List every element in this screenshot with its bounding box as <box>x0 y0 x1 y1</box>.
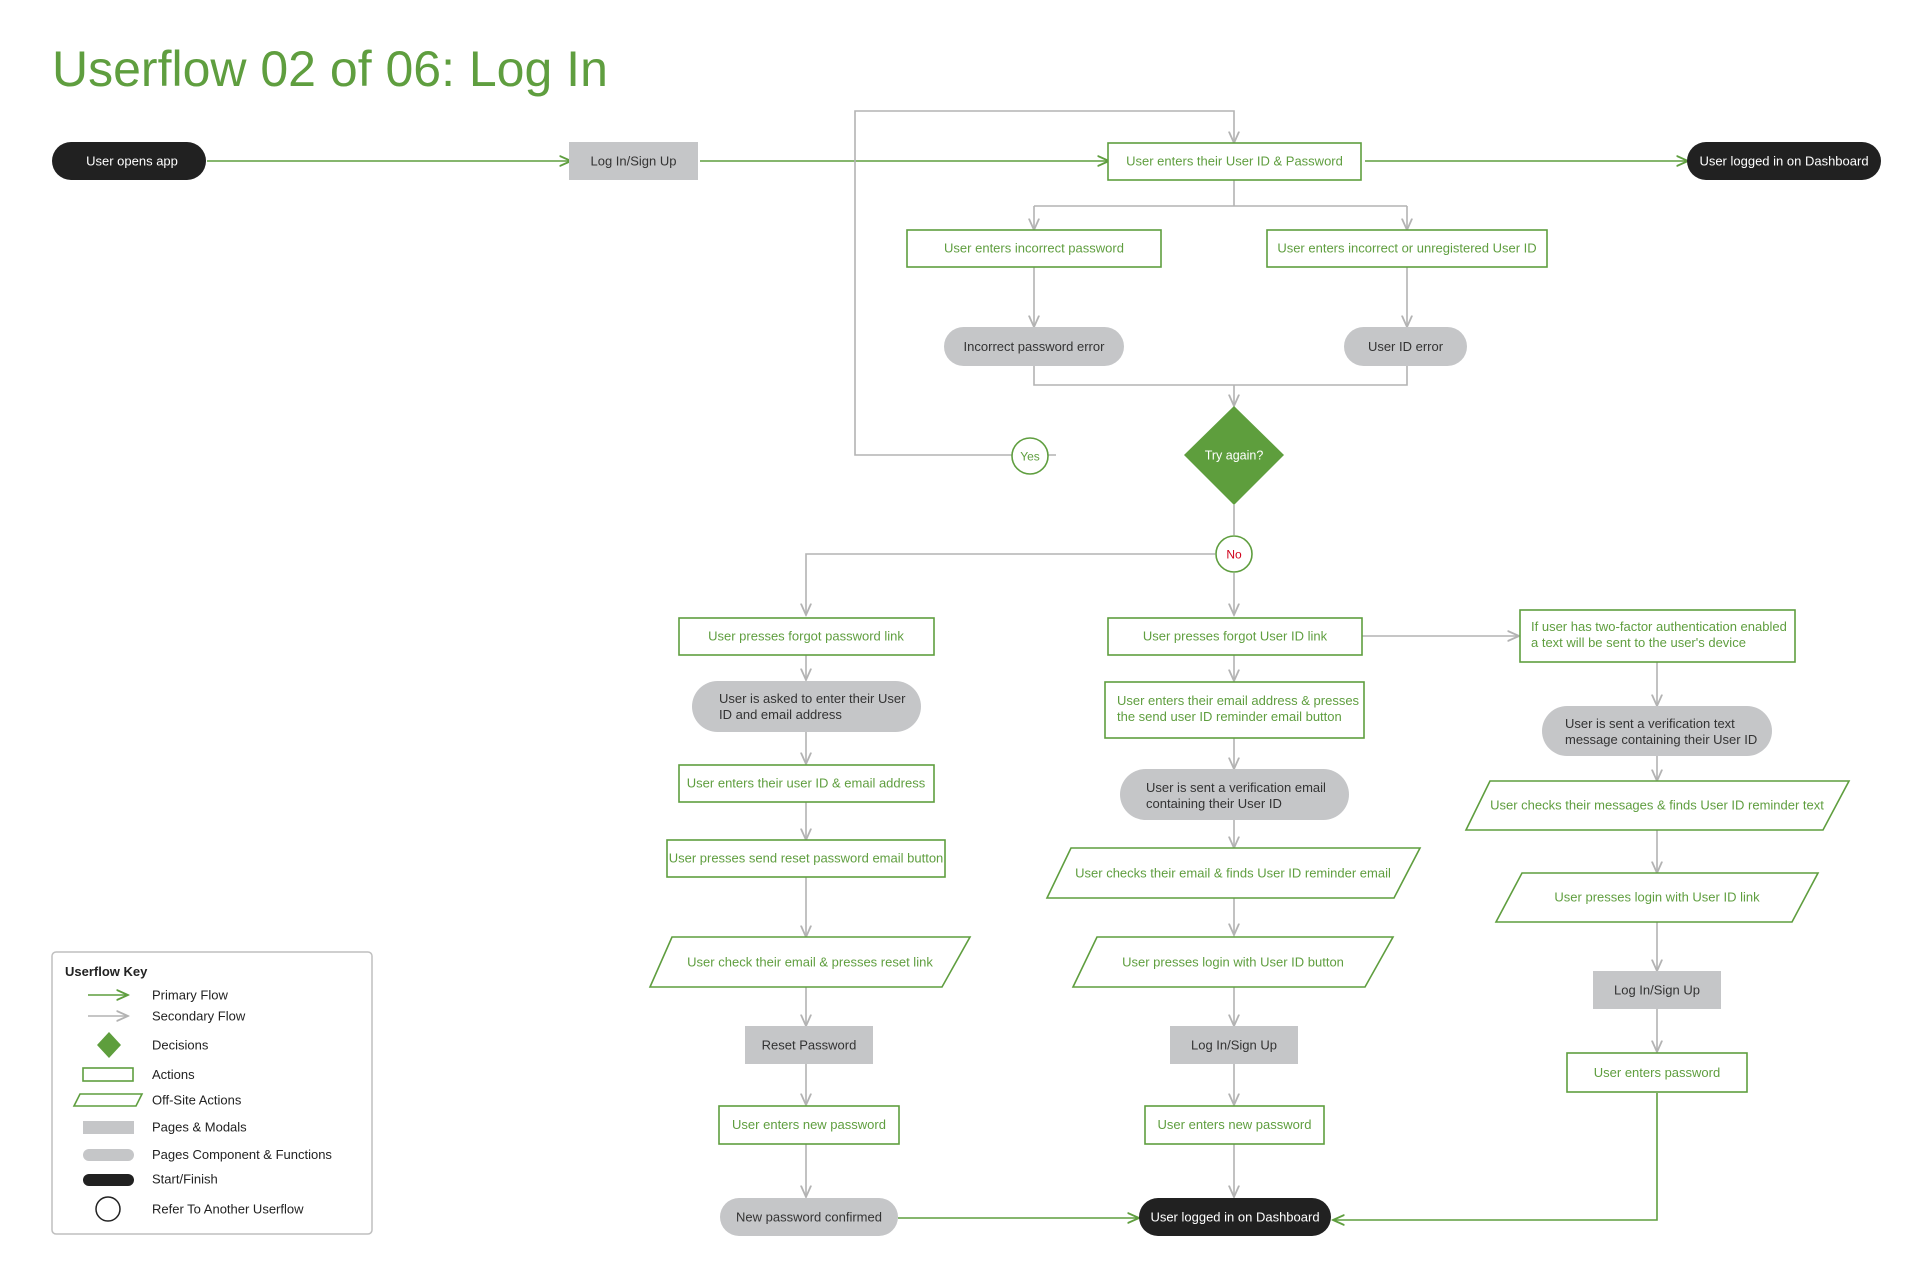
offsite-check-email-reminder: User checks their email & finds User ID … <box>1045 847 1422 899</box>
node-label: User enters their user ID & email addres… <box>687 776 926 791</box>
page-log-in-sign-up-right: Log In/Sign Up <box>1593 971 1721 1009</box>
node-label: Incorrect password error <box>964 339 1106 354</box>
node-label: Reset Password <box>762 1038 857 1053</box>
key-label: Primary Flow <box>152 988 228 1003</box>
node-label: No <box>1226 548 1242 562</box>
node-label: containing their User ID <box>1146 796 1282 811</box>
secondary-flow-arrow <box>806 553 1215 615</box>
key-component-icon <box>83 1149 134 1161</box>
userflow-key: Userflow Key Primary Flow Secondary Flow… <box>51 951 373 1235</box>
component-asked-enter-id-email: User is asked to enter their User ID and… <box>692 681 921 732</box>
connector-yes: Yes <box>1011 437 1049 475</box>
start-user-opens-app: User opens app <box>52 142 206 180</box>
page-reset-password: Reset Password <box>745 1026 873 1064</box>
node-label: User presses forgot password link <box>708 629 904 644</box>
action-enter-new-password-middle: User enters new password <box>1144 1105 1325 1145</box>
finish-logged-in-dashboard: User logged in on Dashboard <box>1687 142 1881 180</box>
node-label: User ID error <box>1368 339 1444 354</box>
key-start-finish-icon <box>83 1174 134 1186</box>
node-label: User is sent a verification email <box>1146 780 1326 795</box>
action-enter-id-password: User enters their User ID & Password <box>1107 142 1362 181</box>
primary-flow-arrow <box>1333 1093 1658 1220</box>
component-sent-verification-text: User is sent a verification text message… <box>1542 706 1772 756</box>
connectors <box>207 110 1688 1220</box>
page-log-in-sign-up: Log In/Sign Up <box>569 142 698 180</box>
component-userid-error: User ID error <box>1344 327 1467 366</box>
node-label: User enters password <box>1594 1065 1720 1080</box>
node-label: User logged in on Dashboard <box>1699 154 1868 169</box>
node-label: User opens app <box>86 154 178 169</box>
node-label: New password confirmed <box>736 1210 882 1225</box>
node-label: User presses login with User ID button <box>1122 955 1344 970</box>
key-label: Pages Component & Functions <box>152 1147 332 1162</box>
component-sent-verification-email: User is sent a verification email contai… <box>1120 769 1349 820</box>
node-label: User presses forgot User ID link <box>1143 629 1328 644</box>
node-label: User check their email & presses reset l… <box>687 955 933 970</box>
action-enter-id-email: User enters their user ID & email addres… <box>678 764 935 803</box>
component-incorrect-password-error: Incorrect password error <box>944 327 1124 366</box>
node-label: Log In/Sign Up <box>1614 983 1700 998</box>
action-forgot-password-link: User presses forgot password link <box>678 617 935 656</box>
page-title: Userflow 02 of 06: Log In <box>52 41 608 97</box>
key-refer-userflow-icon <box>95 1196 121 1222</box>
node-label: ID and email address <box>719 707 842 722</box>
node-label: User enters their email address & presse… <box>1117 693 1360 708</box>
action-enter-new-password-left: User enters new password <box>718 1105 900 1145</box>
node-label: User checks their messages & finds User … <box>1490 798 1824 813</box>
node-label: Log In/Sign Up <box>590 154 676 169</box>
key-page-icon <box>83 1121 134 1134</box>
offsite-login-with-userid-link: User presses login with User ID link <box>1494 872 1820 923</box>
key-label: Refer To Another Userflow <box>152 1202 304 1217</box>
key-offsite-action-icon <box>72 1093 144 1107</box>
offsite-check-email-reset-link: User check their email & presses reset l… <box>648 936 972 988</box>
key-decision-icon <box>97 1032 121 1058</box>
offsite-login-with-userid-button: User presses login with User ID button <box>1071 936 1395 988</box>
node-label: User is sent a verification text <box>1565 716 1735 731</box>
node-label: User enters new password <box>1158 1117 1312 1132</box>
key-label: Actions <box>152 1067 195 1082</box>
key-action-icon <box>82 1067 134 1082</box>
action-forgot-userid-link: User presses forgot User ID link <box>1107 617 1363 656</box>
node-label: message containing their User ID <box>1565 732 1757 747</box>
finish-logged-in-dashboard-bottom: User logged in on Dashboard <box>1139 1198 1331 1236</box>
node-label: a text will be sent to the user's device <box>1531 635 1746 650</box>
node-label: User presses send reset password email b… <box>669 851 944 866</box>
node-label: Log In/Sign Up <box>1191 1038 1277 1053</box>
action-incorrect-userid: User enters incorrect or unregistered Us… <box>1266 229 1548 268</box>
action-send-reset-button: User presses send reset password email b… <box>666 839 946 878</box>
node-label: Yes <box>1020 450 1040 464</box>
node-label: User enters incorrect or unregistered Us… <box>1277 241 1536 256</box>
action-enter-email-reminder: User enters their email address & presse… <box>1104 681 1365 739</box>
secondary-flow <box>1033 366 1408 386</box>
retry-loop <box>854 110 1234 456</box>
action-two-factor-note: If user has two-factor authentication en… <box>1519 609 1796 663</box>
key-heading: Userflow Key <box>65 964 148 979</box>
node-label: User enters new password <box>732 1117 886 1132</box>
key-label: Secondary Flow <box>152 1009 246 1024</box>
key-label: Start/Finish <box>152 1172 218 1187</box>
node-label: User enters incorrect password <box>944 241 1124 256</box>
key-label: Pages & Modals <box>152 1120 247 1135</box>
node-label: If user has two-factor authentication en… <box>1531 619 1787 634</box>
page-log-in-sign-up-middle: Log In/Sign Up <box>1170 1026 1298 1064</box>
node-label: User checks their email & finds User ID … <box>1075 866 1391 881</box>
offsite-check-messages: User checks their messages & finds User … <box>1464 780 1851 831</box>
component-new-password-confirmed: New password confirmed <box>720 1198 898 1236</box>
decision-try-again: Try again? <box>1184 406 1284 505</box>
node-label: User is asked to enter their User <box>719 691 906 706</box>
node-label: User logged in on Dashboard <box>1150 1210 1319 1225</box>
node-label: User presses login with User ID link <box>1554 890 1760 905</box>
node-label: Try again? <box>1205 449 1264 463</box>
node-label: User enters their User ID & Password <box>1126 154 1343 169</box>
action-incorrect-password: User enters incorrect password <box>906 229 1162 268</box>
key-label: Off-Site Actions <box>152 1093 242 1108</box>
node-label: the send user ID reminder email button <box>1117 709 1342 724</box>
action-enter-password-right: User enters password <box>1566 1052 1748 1093</box>
key-label: Decisions <box>152 1038 209 1053</box>
connector-no: No <box>1215 535 1253 573</box>
